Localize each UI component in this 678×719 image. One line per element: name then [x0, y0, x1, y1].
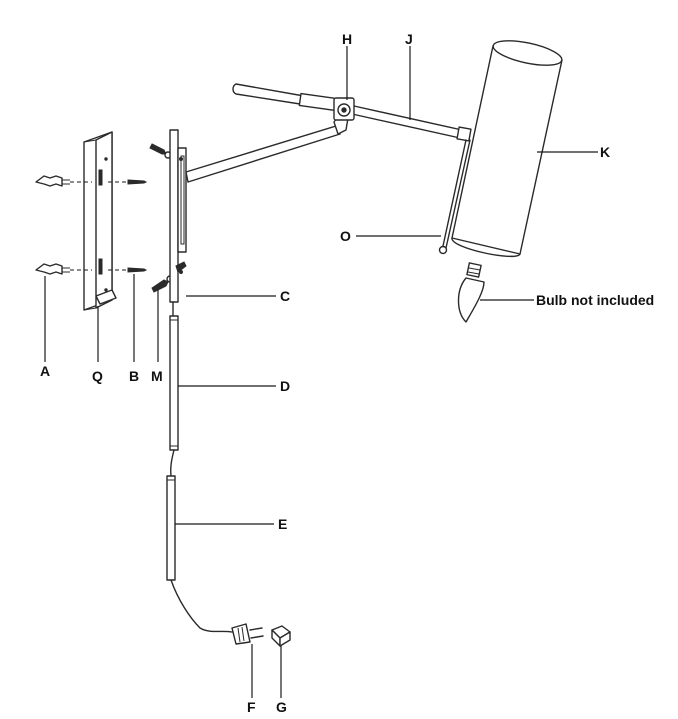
screw-b-bottom [108, 267, 148, 273]
label-a: A [40, 363, 50, 379]
screw-b-top [108, 179, 148, 185]
cord-cover-d [169, 301, 179, 451]
label-c: C [280, 288, 290, 304]
cord-cover-e [166, 449, 176, 581]
label-j: J [405, 31, 413, 47]
rod-j [232, 83, 472, 142]
label-k: K [600, 144, 610, 160]
bulb [457, 262, 485, 323]
label-b: B [129, 368, 139, 384]
screw-m-top [149, 143, 172, 159]
label-m: M [151, 368, 163, 384]
adapter-g [271, 625, 291, 647]
wall-anchor-a-top [35, 175, 70, 187]
back-plate-c [169, 129, 187, 303]
wall-anchor-a-bottom [35, 263, 70, 275]
plug-f [231, 623, 264, 645]
mounting-plate-q [83, 131, 117, 311]
label-e: E [278, 516, 287, 532]
label-g: G [276, 699, 287, 715]
adjust-handle-o [438, 139, 471, 255]
label-h: H [342, 31, 352, 47]
joint-h [333, 97, 355, 121]
shade-k [451, 40, 563, 258]
label-f: F [247, 699, 256, 715]
label-o: O [340, 228, 351, 244]
label-d: D [280, 378, 290, 394]
power-cord [170, 579, 233, 633]
label-bulb-note: Bulb not included [536, 292, 654, 308]
swing-arm [185, 113, 349, 183]
label-q: Q [92, 368, 103, 384]
